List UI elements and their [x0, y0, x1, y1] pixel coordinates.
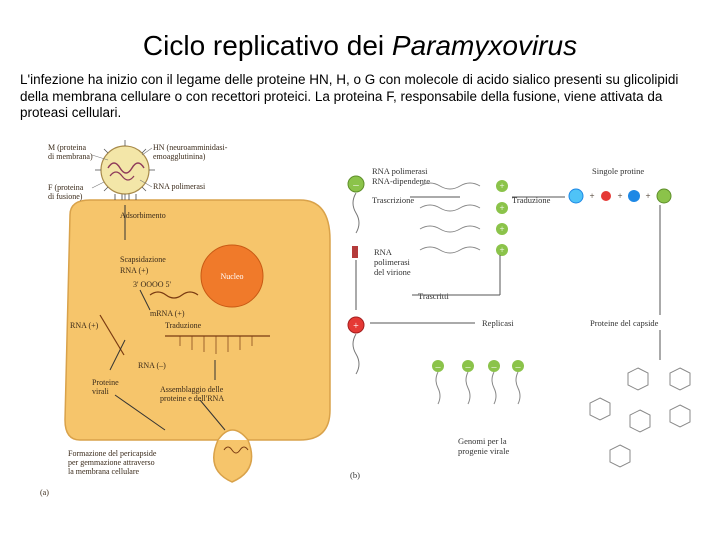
nucleus-label: Nucleo	[220, 272, 243, 281]
transcripts-label: Trascritti	[418, 291, 449, 301]
label-f-protein-2: di fusione)	[48, 192, 83, 201]
step-assembly-1: Assemblaggio delle	[160, 385, 224, 394]
label-f-protein-1: F (proteina	[48, 183, 84, 192]
minus-nodes: – – – –	[432, 360, 524, 404]
label-hn-2: emoagglutinina)	[153, 152, 206, 161]
step-rna-minus: RNA (–)	[138, 361, 166, 370]
step-viral-proteins-1: Proteine	[92, 378, 119, 387]
panel-a: M (proteina di membrana) F (proteina di …	[40, 140, 330, 497]
minus-sign-top: –	[352, 179, 359, 191]
polymerase-mark	[352, 246, 358, 258]
virion	[95, 140, 155, 200]
svg-text:+: +	[499, 245, 504, 255]
host-cell	[65, 200, 330, 440]
svg-text:+: +	[499, 203, 504, 213]
virion-rna-2: polimerasi	[374, 257, 411, 267]
budding-virion	[214, 440, 252, 482]
svg-text:–: –	[515, 362, 522, 373]
svg-text:–: –	[435, 362, 442, 373]
svg-text:+: +	[589, 191, 594, 201]
step-adsorption: Adsorbimento	[120, 211, 166, 220]
svg-text:–: –	[465, 362, 472, 373]
replication-label: Replicasi	[482, 318, 514, 328]
virion-rna-3: del virione	[374, 267, 411, 277]
step-rna-seq: 3' OOOO 5'	[133, 280, 172, 289]
budding-3: la membrana cellulare	[68, 467, 140, 476]
plus-node-1: +	[420, 180, 508, 192]
plus-nodes: + + + +	[420, 180, 508, 256]
panel-b-label: (b)	[350, 470, 360, 480]
strand-top	[353, 193, 359, 233]
genome-1: Genomi per la	[458, 436, 507, 446]
red-node-plus: +	[353, 321, 359, 332]
capsid-proteins-label: Proteine del capside	[590, 318, 659, 328]
plus-node-3: +	[420, 223, 508, 235]
step-assembly-2: proteine e dell'RNA	[160, 394, 224, 403]
strand-red	[353, 334, 359, 374]
rdrp-1: RNA polimerasi	[372, 166, 428, 176]
label-m-protein-1: M (proteina	[48, 143, 86, 152]
svg-text:+: +	[645, 191, 650, 201]
svg-text:+: +	[499, 224, 504, 234]
step-rna-plus-left: RNA (+)	[70, 321, 99, 330]
single-proteins-label: Singole protine	[592, 166, 644, 176]
step-rna-plus: RNA (+)	[120, 266, 149, 275]
step-viral-proteins-2: virali	[92, 387, 110, 396]
capsids	[590, 368, 690, 467]
label-polymerase: RNA polimerasi	[153, 182, 206, 191]
budding-2: per gemmazione attraverso	[68, 458, 155, 467]
label-hn-1: HN (neuroamminidasi-	[153, 143, 228, 152]
label-m-protein-2: di membrana)	[48, 152, 93, 161]
transcription-label: Trascrizione	[372, 195, 414, 205]
genome-2: progenie virale	[458, 446, 509, 456]
virion-rna-1: RNA	[374, 247, 393, 257]
svg-text:+: +	[617, 191, 622, 201]
budding-1: Formazione del pericapside	[68, 449, 157, 458]
plus-node-2: +	[420, 202, 508, 214]
svg-text:+: +	[499, 181, 504, 191]
step-translation: Traduzione	[165, 321, 202, 330]
svg-text:–: –	[491, 362, 498, 373]
plus-node-4: +	[420, 244, 508, 256]
single-proteins: + + +	[569, 189, 671, 203]
panel-a-label: (a)	[40, 488, 49, 497]
step-uncoating: Scapsidazione	[120, 255, 166, 264]
rdrp-2: RNA-dipendente	[372, 176, 430, 186]
membrane-spikes	[115, 194, 136, 200]
step-mrna: mRNA (+)	[150, 309, 185, 318]
panel-b: – RNA polimerasi RNA-dipendente Trascriz…	[348, 166, 690, 480]
